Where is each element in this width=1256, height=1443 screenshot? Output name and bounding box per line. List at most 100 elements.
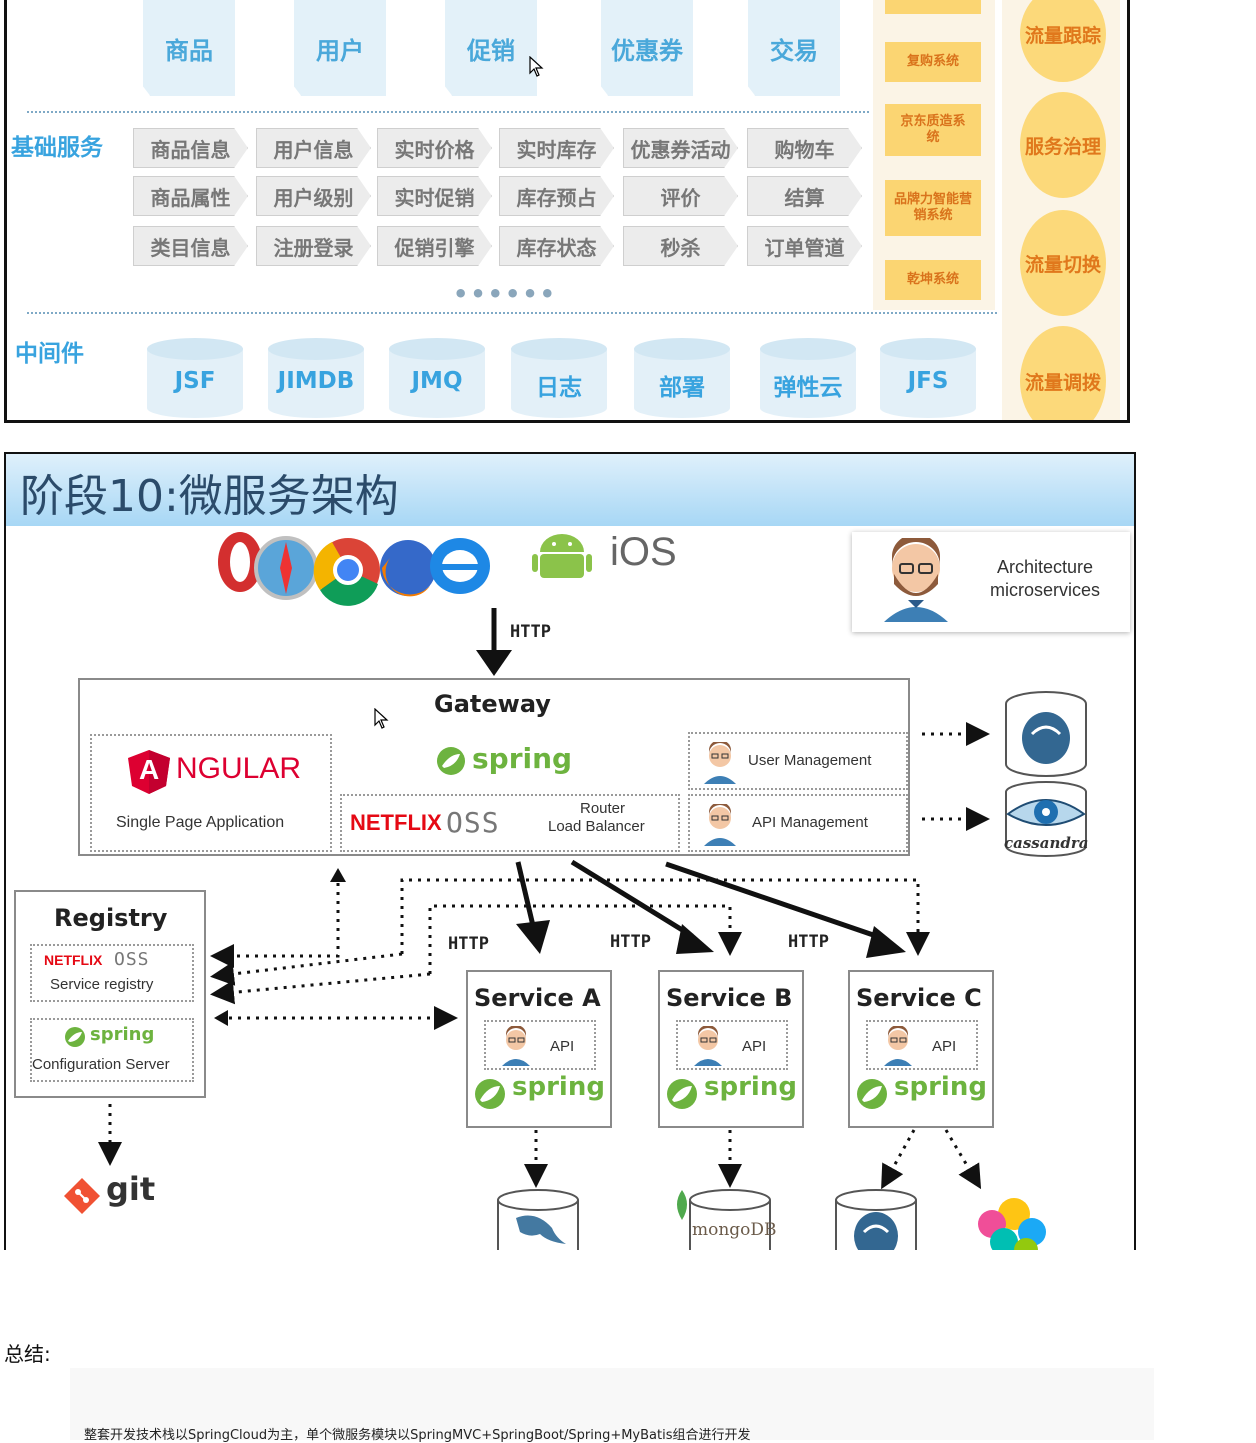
api-label: API [742, 1038, 767, 1055]
divider-line [27, 111, 869, 113]
domain-promotion: 促销 [445, 0, 537, 96]
angular-shield-icon [128, 750, 170, 794]
connector-lines [98, 608, 990, 1190]
system-box: 乾坤系统 [885, 260, 981, 300]
service-item: 优惠券活动 [623, 128, 738, 168]
service-title: Service C [856, 984, 982, 1012]
mouse-cursor-icon [529, 56, 544, 77]
service-item: 用户信息 [256, 128, 371, 168]
domain-user: 用户 [294, 0, 386, 96]
spa-label: Single Page Application [116, 814, 285, 831]
service-a-box: Service A API spring [466, 970, 612, 1128]
middleware-db: 部署 [634, 338, 730, 418]
spring-logo-text: spring [90, 1024, 155, 1045]
spring-leaf-icon [667, 1079, 697, 1109]
architecture-badge-text: Architecture microservices [989, 557, 1100, 600]
service-item: 注册登录 [256, 226, 371, 266]
spring-logo-text: spring [472, 742, 573, 775]
postgresql-db-icon [1005, 691, 1087, 777]
basic-services-label: 基础服务 [11, 135, 103, 161]
api-management-box: API Management [688, 794, 908, 852]
gateway-box: Gateway A NGULAR Single Page Application… [78, 678, 910, 856]
spring-logo-text: spring [512, 1072, 605, 1102]
cassandra-eye-icon [1005, 781, 1087, 857]
http-label: HTTP [788, 932, 829, 952]
user-management-label: User Management [748, 752, 872, 769]
ellipsis: ••• [505, 280, 558, 308]
config-server-box: spring Configuration Server [30, 1018, 194, 1082]
systems-column: 拉新系统 复购系统 京东质造系统 品牌力智能营销系统 乾坤系统 [873, 0, 995, 310]
middleware-db: JMQ [389, 338, 485, 418]
middleware-label: 中间件 [15, 341, 84, 367]
spring-logo-text: spring [894, 1072, 987, 1102]
service-item: 商品属性 [133, 176, 248, 216]
service-item: 评价 [623, 176, 738, 216]
domain-goods: 商品 [143, 0, 235, 96]
service-item: 促销引擎 [377, 226, 492, 266]
developer-avatar-icon [694, 1026, 722, 1066]
git-label: git [106, 1170, 156, 1208]
elastic-logo-icon [978, 1198, 1046, 1250]
governance-column: 流量跟踪 服务治理 流量切换 流量调拨 [1002, 0, 1120, 420]
spring-leaf-icon [65, 1027, 85, 1047]
middleware-label-text: JSF [174, 368, 216, 394]
api-label: API [932, 1038, 957, 1055]
spring-leaf-icon [475, 1079, 505, 1109]
service-item: 库存预占 [499, 176, 614, 216]
service-item: 结算 [747, 176, 862, 216]
router-label: Router [580, 800, 626, 817]
summary-heading: 总结: [4, 1342, 51, 1366]
middleware-label-text: JFS [907, 368, 949, 394]
governance-circle: 流量调拨 [1020, 326, 1106, 420]
service-item: 库存状态 [499, 226, 614, 266]
middleware-label-text: 弹性云 [773, 375, 843, 401]
mouse-cursor-icon [374, 708, 389, 729]
system-box: 复购系统 [885, 42, 981, 82]
user-management-box: User Management [688, 732, 908, 790]
service-registry-label: Service registry [50, 976, 154, 993]
domain-trade: 交易 [748, 0, 840, 96]
service-title: Service B [666, 984, 793, 1012]
mongodb-label: mongoDB [692, 1220, 777, 1240]
netflix-logo-text: NETFLIX [44, 952, 103, 968]
service-b-box: Service B API spring [658, 970, 804, 1128]
service-item: 类目信息 [133, 226, 248, 266]
cassandra-label: cassandra [1004, 834, 1089, 852]
service-item: 订单管道 [747, 226, 862, 266]
governance-circle: 流量切换 [1020, 210, 1106, 316]
service-title: Service A [474, 984, 601, 1012]
api-box: API [484, 1020, 596, 1070]
ecommerce-architecture-panel: 商品 用户 促销 优惠券 交易 基础服务 商品信息 用户信息 实时价格 实时库存… [4, 0, 1130, 423]
postgresql-db-icon [835, 1189, 917, 1250]
netflix-router-box: NETFLIX OSS Router Load Balancer [340, 794, 680, 852]
registry-box: Registry NETFLIX OSS Service registry sp… [14, 890, 206, 1098]
http-label: HTTP [610, 932, 651, 952]
mongodb-db-icon [689, 1189, 771, 1250]
divider-line [27, 312, 997, 314]
ios-label: iOS [610, 530, 677, 574]
angular-box: A NGULAR Single Page Application [90, 734, 332, 852]
git-logo-icon [64, 1178, 100, 1214]
architect-avatar-icon [884, 538, 948, 622]
http-label: HTTP [448, 934, 489, 954]
middleware-label-text: JMQ [411, 368, 463, 394]
microservices-slide: 阶段10:微服务架构 iOS [4, 452, 1136, 1250]
user-avatar-icon [704, 804, 736, 846]
android-icon [532, 534, 592, 578]
mysql-db-icon [497, 1189, 579, 1250]
governance-circle: 流量跟踪 [1020, 0, 1106, 82]
developer-avatar-icon [502, 1026, 530, 1066]
oss-logo-text: OSS [114, 949, 150, 970]
oss-logo-text: OSS [446, 806, 500, 839]
registry-title: Registry [54, 904, 168, 932]
config-server-label: Configuration Server [32, 1056, 170, 1073]
load-balancer-label: Load Balancer [548, 818, 645, 835]
spring-leaf-icon [437, 747, 465, 775]
service-item: 实时促销 [377, 176, 492, 216]
middleware-db: 日志 [511, 338, 607, 418]
middleware-label-text: JIMDB [277, 368, 355, 394]
mongodb-leaf-icon [677, 1190, 687, 1220]
service-item: 实时价格 [377, 128, 492, 168]
angular-a: A [139, 754, 160, 785]
gateway-title: Gateway [434, 690, 551, 718]
